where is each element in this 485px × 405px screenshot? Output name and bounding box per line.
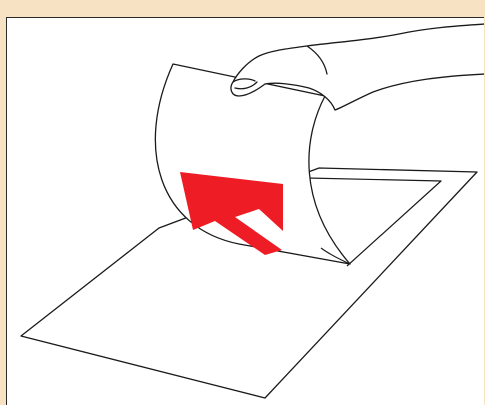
- illustration-frame: [6, 17, 484, 405]
- peel-sheet-diagram: [7, 18, 484, 405]
